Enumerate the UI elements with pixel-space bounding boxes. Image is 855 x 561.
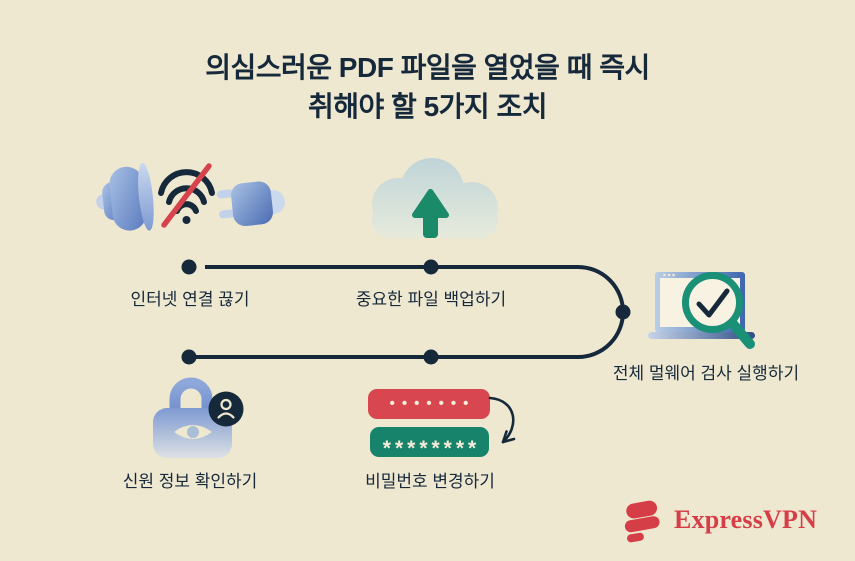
eye-pupil	[187, 426, 199, 438]
unplugged-wifi-icon	[96, 162, 285, 231]
old-password-field: •••••••	[368, 389, 490, 419]
expressvpn-logo-icon	[624, 500, 660, 543]
upload-arrow	[412, 189, 449, 238]
old-password-mask: •••••••	[389, 395, 476, 412]
step-label-3: 전체 멀웨어 검사 실행하기	[612, 364, 800, 383]
new-password-mask: ********	[382, 437, 481, 460]
title-line-1: 의심스러운 PDF 파일을 열었을 때 즉시	[205, 52, 650, 83]
magnifier-check	[682, 272, 755, 349]
new-password-field: ********	[370, 427, 489, 460]
title-line-2: 취해야 할 5가지 조치	[308, 91, 548, 122]
brand-name: ExpressVPN	[674, 505, 818, 534]
flow-line	[190, 265, 625, 359]
step-label-1: 인터넷 연결 끊기	[130, 290, 250, 309]
brand-logo: ExpressVPN	[622, 496, 817, 544]
identity-lock-icon	[153, 377, 244, 458]
step-dot-2	[423, 259, 439, 275]
malware-scan-icon	[648, 272, 755, 349]
step-dot-3	[615, 304, 631, 320]
cloud-upload-icon	[372, 158, 498, 238]
page-title: 의심스러운 PDF 파일을 열었을 때 즉시 취해야 할 5가지 조치	[0, 48, 855, 126]
lock-shape	[153, 377, 232, 458]
wifi-off-shape	[158, 163, 215, 228]
step-dot-5	[181, 349, 197, 365]
socket-shape	[96, 162, 154, 231]
plug-shape	[216, 181, 285, 227]
person-badge	[208, 391, 244, 427]
step-label-4: 신원 정보 확인하기	[122, 472, 258, 491]
step-dot-1	[181, 259, 197, 275]
step-dot-4	[423, 349, 439, 365]
step-label-5: 비밀번호 변경하기	[365, 472, 495, 491]
change-arrow-icon	[488, 396, 516, 444]
step-label-2: 중요한 파일 백업하기	[355, 290, 507, 309]
